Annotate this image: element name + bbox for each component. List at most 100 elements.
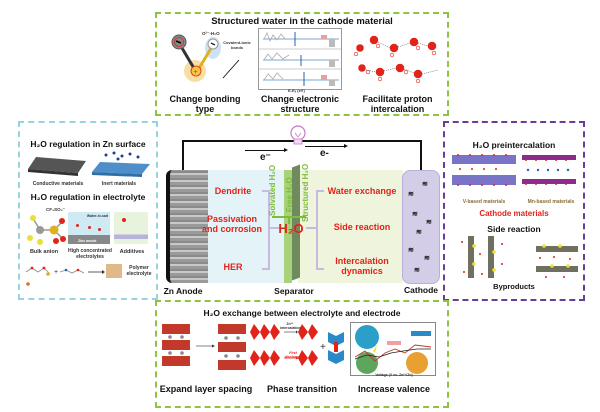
first-discharge-annotation: First discharge (284, 351, 302, 359)
label-line: type (195, 104, 215, 115)
center-water-label: H₂O (278, 221, 304, 236)
svg-text:≋: ≋ (416, 229, 422, 236)
cathode-bracket (316, 190, 324, 270)
expand-layer-label: Expand layer spacing (159, 384, 253, 394)
zn-surface-title: H₂O regulation in Zn surface (30, 139, 146, 149)
label-line: Change electronic (260, 94, 340, 104)
conductive-materials-label: Conductive materials (32, 181, 84, 187)
valence-xlabel: Voltage (V vs. Zn²⁺/Zn) (375, 373, 413, 377)
zn-intercalation-annotation: Zn²⁺ intercalation (280, 322, 301, 330)
bonding-diagram-icon: + (171, 34, 240, 82)
electron-arrow-right-head (344, 144, 348, 148)
facilitate-proton-label: Facilitate proton intercalation (350, 94, 445, 115)
high-concentration-label: High concentrated electrolytes (68, 248, 112, 260)
additive-dot (122, 218, 126, 222)
electrolyte-title: H₂O regulation in electrolyte (30, 192, 146, 202)
valence-plot (350, 322, 436, 376)
additives-illustration (114, 212, 148, 244)
separator-front (284, 170, 292, 283)
anode-issue-passivation: Passivation and corrosion (202, 214, 263, 235)
bonding-formula-label: O²⁻-H₂O (202, 31, 220, 36)
water-dot (88, 226, 91, 229)
anode-issue-dendrite: Dendrite (214, 186, 252, 196)
svg-text:≋: ≋ (408, 247, 414, 254)
mn-based-label: Mn-based materials (527, 199, 575, 205)
water-molecule-chain-icon (353, 35, 439, 84)
bulk-anion-label: Bulk anion (29, 249, 59, 255)
zn-anode-label: Zn Anode (163, 286, 203, 296)
anode-bracket-stem (270, 227, 280, 229)
cathode-electrolyte-region (298, 170, 403, 283)
phase-change-icon: + (250, 324, 344, 366)
anode-electrolyte-region (198, 170, 286, 283)
svg-text:+: + (54, 269, 58, 276)
additives-label: Additives (119, 249, 145, 255)
covalent-bonds-label: Covalent-ionic bonds (223, 40, 251, 50)
inert-materials-label: Inert materials (101, 181, 137, 187)
svg-text:≋: ≋ (412, 211, 418, 218)
polymer-synthesis-illustration: + (24, 264, 124, 288)
side-reaction-title: Side reaction (487, 224, 541, 234)
label-line: Change bonding (169, 94, 241, 104)
structured-water-label: Structured H₂O (301, 163, 310, 222)
label-line: structure (280, 104, 320, 115)
svg-text:≋: ≋ (422, 181, 428, 188)
cathode-materials-label: Cathode materials (479, 209, 549, 218)
bonding-illustration: + (165, 30, 245, 82)
cathode-particles: ≋≋≋≋ ≋≋≋≋ (404, 172, 438, 280)
electron-arrow-left (245, 150, 285, 151)
svg-text:+: + (320, 342, 326, 353)
anion-formula-label: CF₃SO₃⁻ (46, 207, 66, 212)
byproduct-crystal-icon (461, 236, 503, 278)
bottom-panel (155, 300, 449, 408)
top-panel-title: Structured water in the cathode material (211, 16, 393, 27)
mn-based-structure (522, 153, 578, 187)
high-concentration-illustration: Water-in-salt Zinc anode (68, 212, 110, 244)
conductive-material-illustration (28, 155, 86, 177)
layer-expansion-icon (162, 324, 246, 370)
change-bonding-label: Change bonding type (160, 94, 250, 115)
bottom-panel-title: H₂O exchange between electrolyte and ele… (203, 308, 401, 318)
anion-molecule-icon (27, 215, 66, 245)
change-electronic-label: Change electronic structure (252, 94, 348, 115)
phase-transition-label: Phase transition (266, 384, 338, 394)
lightbulb-icon (288, 124, 308, 148)
left-panel (18, 121, 158, 300)
anode-issue-her: HER (223, 262, 243, 272)
v-based-structure (452, 153, 518, 187)
cathode-label: Cathode (404, 285, 438, 295)
layer-spacing-illustration (160, 322, 250, 372)
byproduct-structure-right (534, 240, 580, 280)
svg-text:≋: ≋ (408, 191, 414, 198)
cathode-particle-icon: ≋≋≋≋ ≋≋≋≋ (408, 181, 432, 274)
inert-material-illustration (92, 150, 150, 178)
zn-anode (166, 170, 208, 283)
proton-chain-illustration (352, 30, 442, 85)
separator-label: Separator (274, 286, 314, 296)
wis-label: Water-in-salt (86, 214, 108, 218)
water-types-stem (288, 216, 290, 224)
dos-xlabel: E-Eₓ (eV) (288, 88, 305, 93)
mn-layer-icon (522, 155, 576, 185)
zinc-anode-small-label: Zinc anode (78, 239, 97, 243)
water-dot (76, 224, 79, 227)
water-dot (98, 228, 101, 231)
cathode-bracket-stem (306, 227, 316, 229)
label-line: Facilitate proton (362, 94, 433, 104)
polymer-reaction-icon: + (25, 264, 122, 286)
top-panel (155, 12, 449, 116)
v-layer-icon (452, 154, 516, 186)
polymer-electrolyte-label: Polymer electrolyte (126, 265, 152, 277)
electron-label-right: e- (320, 148, 329, 159)
phase-transition-illustration: + (250, 322, 346, 372)
increase-valence-label: Increase valence (357, 384, 431, 394)
cathode-issue-intercalation: Intercalation dynamics (335, 256, 389, 277)
preintercalation-title: H₂O preintercalation (472, 140, 556, 150)
solvated-water-label: Solvated H₂O (268, 164, 277, 216)
svg-text:≋: ≋ (424, 255, 430, 262)
cathode-body (402, 170, 440, 284)
svg-text:+: + (194, 69, 198, 76)
bulk-anion-illustration (26, 212, 66, 246)
byproducts-label: Byproducts (493, 282, 535, 291)
cathode-issue-water-exchange: Water exchange (327, 186, 397, 196)
